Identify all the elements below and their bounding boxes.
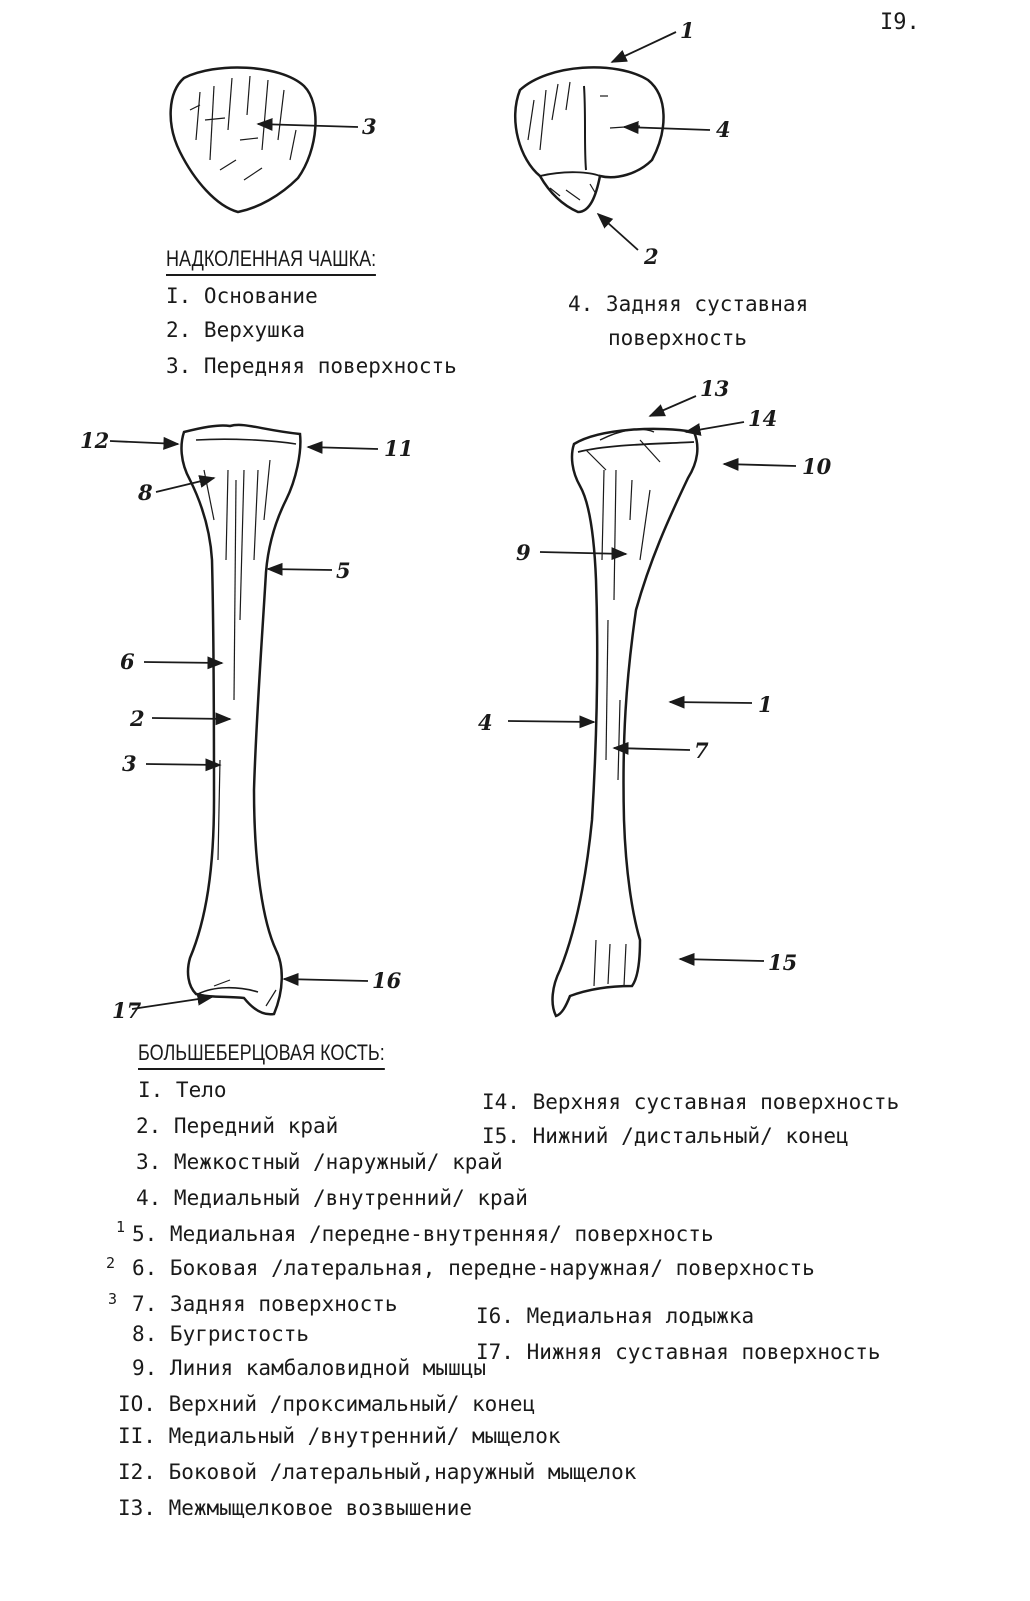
margin-mark-1: 1 <box>116 1218 126 1236</box>
patella-item-3: 3. Передняя поверхность <box>166 354 457 378</box>
patella-item-2: 2. Верхушка <box>166 318 306 342</box>
tibia-item-9: 9. Линия камбаловидной мышцы <box>132 1356 487 1380</box>
patella-item-4: 4. Задняя суставная <box>568 292 809 316</box>
label-tibia-front-17: 17 <box>112 998 142 1023</box>
label-tibia-back-7: 7 <box>694 738 709 763</box>
margin-mark-2: 2 <box>106 1254 116 1272</box>
label-patella-back-1: 1 <box>680 18 695 43</box>
label-tibia-front-3: 3 <box>122 751 137 776</box>
label-tibia-back-15: 15 <box>768 950 797 975</box>
label-patella-front-3: 3 <box>362 114 377 139</box>
tibia-anterior-drawing <box>180 423 302 1016</box>
patella-posterior-drawing <box>513 66 665 214</box>
tibia-item-10: IO. Верхний /проксимальный/ конец <box>118 1392 536 1416</box>
label-tibia-front-6: 6 <box>120 649 135 674</box>
tibia-item-7: 7. Задняя поверхность <box>132 1292 398 1316</box>
patella-anterior-drawing <box>169 66 317 214</box>
label-tibia-back-4: 4 <box>478 710 493 735</box>
tibia-item-13: I3. Межмыщелковое возвышение <box>118 1496 473 1520</box>
margin-mark-3: 3 <box>108 1290 118 1308</box>
page-number: I9. <box>880 10 920 35</box>
tibia-item-5: 5. Медиальная /передне-внутренняя/ повер… <box>132 1222 714 1246</box>
patella-item-1: I. Основание <box>166 284 318 308</box>
label-tibia-back-10: 10 <box>802 454 832 479</box>
tibia-item-3: 3. Межкостный /наружный/ край <box>136 1150 503 1174</box>
tibia-heading: БОЛЬШЕБЕРЦОВАЯ КОСТЬ: <box>138 1040 385 1070</box>
label-tibia-front-16: 16 <box>372 968 402 993</box>
label-tibia-back-13: 13 <box>700 376 729 401</box>
pointer-lines <box>109 31 797 1010</box>
tibia-item-8: 8. Бугристость <box>132 1322 310 1346</box>
tibia-item-17: I7. Нижняя суставная поверхность <box>476 1340 881 1364</box>
tibia-item-4: 4. Медиальный /внутренний/ край <box>136 1186 528 1210</box>
label-tibia-front-8: 8 <box>137 480 153 505</box>
tibia-item-6: 6. Боковая /латеральная, передне-наружна… <box>132 1256 815 1280</box>
label-tibia-front-5: 5 <box>336 558 351 583</box>
label-tibia-front-12: 12 <box>80 428 109 453</box>
patella-heading: НАДКОЛЕННАЯ ЧАШКА: <box>166 246 377 276</box>
tibia-item-14: I4. Верхняя суставная поверхность <box>482 1090 900 1114</box>
patella-item-4-cont: поверхность <box>608 326 748 350</box>
label-patella-back-4: 4 <box>716 117 731 142</box>
label-tibia-back-1: 1 <box>758 692 773 717</box>
tibia-item-1: I. Тело <box>138 1078 227 1102</box>
tibia-item-2: 2. Передний край <box>136 1114 339 1138</box>
label-patella-back-2: 2 <box>643 244 659 269</box>
callout-labels: 3 1 4 2 12 11 8 5 6 2 3 16 17 13 14 10 9… <box>80 18 832 1023</box>
tibia-item-11: II. Медиальный /внутренний/ мыщелок <box>118 1424 561 1448</box>
tibia-item-15: I5. Нижний /дистальный/ конец <box>482 1124 849 1148</box>
tibia-posterior-drawing <box>551 427 699 1018</box>
tibia-item-12: I2. Боковой /латеральный,наружный мыщело… <box>118 1460 637 1484</box>
tibia-item-16: I6. Медиальная лодыжка <box>476 1304 755 1328</box>
label-tibia-back-9: 9 <box>516 540 531 565</box>
label-tibia-front-2: 2 <box>129 706 145 731</box>
label-tibia-back-14: 14 <box>748 406 777 431</box>
label-tibia-front-11: 11 <box>384 436 413 461</box>
